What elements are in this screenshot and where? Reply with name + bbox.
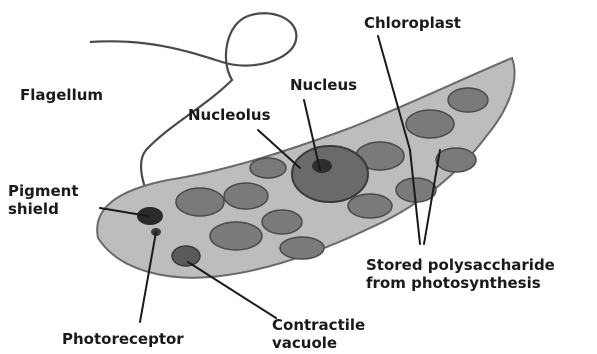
label-flagellum: Flagellum (20, 86, 103, 104)
label-stored-line1: Stored polysaccharide (366, 256, 555, 274)
nucleolus (312, 159, 332, 173)
contractile-vacuole (172, 246, 200, 266)
label-nucleus: Nucleus (290, 76, 357, 94)
label-contractile-line2: vacuole (272, 334, 337, 352)
label-chloroplast: Chloroplast (364, 14, 461, 32)
label-stored-line2: from photosynthesis (366, 274, 541, 292)
label-pigment-shield-line1: Pigment (8, 182, 79, 200)
label-photoreceptor: Photoreceptor (62, 330, 184, 348)
label-contractile-line1: Contractile (272, 316, 365, 334)
label-pigment-shield-line2: shield (8, 200, 59, 218)
pigment-shield (137, 207, 163, 225)
nucleus (292, 146, 368, 202)
label-nucleolus: Nucleolus (188, 106, 271, 124)
